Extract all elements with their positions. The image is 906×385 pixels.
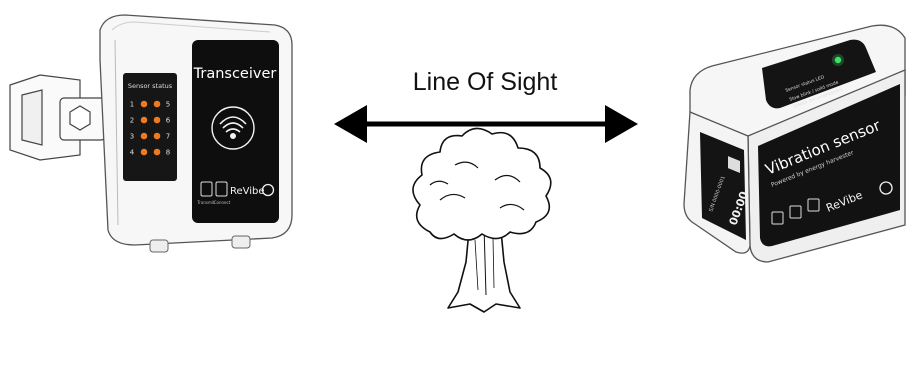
tree-icon xyxy=(412,127,552,313)
vibration-sensor-device: Sensor status LED Slow blink / solid mod… xyxy=(683,24,906,263)
status-channel-label: 6 xyxy=(166,117,171,125)
brand-logo-icon xyxy=(261,183,275,197)
connect-icon xyxy=(215,181,228,197)
status-led xyxy=(153,100,161,108)
status-channel-label: 8 xyxy=(166,149,170,157)
status-channel-label: 3 xyxy=(130,133,134,141)
status-led-grid: 1 5 2 6 3 7 4 8 xyxy=(130,101,171,157)
status-channel-label: 2 xyxy=(130,117,134,125)
status-channel-label: 4 xyxy=(130,149,135,157)
arrowhead-right xyxy=(605,105,638,143)
transceiver-brand: ReVibe xyxy=(230,186,265,197)
status-led xyxy=(140,100,148,108)
sensor-info-icons xyxy=(771,198,820,225)
line-of-sight-arrow xyxy=(334,105,638,143)
transmit-icon xyxy=(200,181,213,197)
qr-code xyxy=(728,156,740,173)
status-led xyxy=(153,148,161,156)
status-header: Sensor status xyxy=(128,82,173,90)
wireless-icon xyxy=(211,106,255,150)
transceiver-device: Sensor status 1 5 2 6 3 7 4 8 Transceiver Trans… xyxy=(9,14,293,253)
status-panel xyxy=(123,73,177,181)
footer-label-transmit: Transmit xyxy=(196,200,215,205)
status-channel-label: 1 xyxy=(130,101,134,109)
status-channel-label: 7 xyxy=(166,133,170,141)
connector-right xyxy=(231,235,251,249)
status-led xyxy=(140,148,148,156)
line-of-sight-label: Line Of Sight xyxy=(412,68,558,96)
status-led xyxy=(140,116,148,124)
footer-label-connect: Connect xyxy=(214,200,231,205)
sensor-brand-logo-icon xyxy=(879,181,893,195)
transceiver-label-panel xyxy=(192,40,279,223)
sensor-top-label xyxy=(762,39,876,109)
status-led xyxy=(153,116,161,124)
status-led xyxy=(140,132,148,140)
transceiver-title: Transceiver xyxy=(193,66,277,82)
arrowhead-left xyxy=(334,105,367,143)
status-channel-label: 5 xyxy=(166,101,170,109)
sensor-status-led xyxy=(834,56,842,64)
mounting-bracket xyxy=(9,74,106,161)
connector-left xyxy=(149,239,169,253)
status-led xyxy=(153,132,161,140)
